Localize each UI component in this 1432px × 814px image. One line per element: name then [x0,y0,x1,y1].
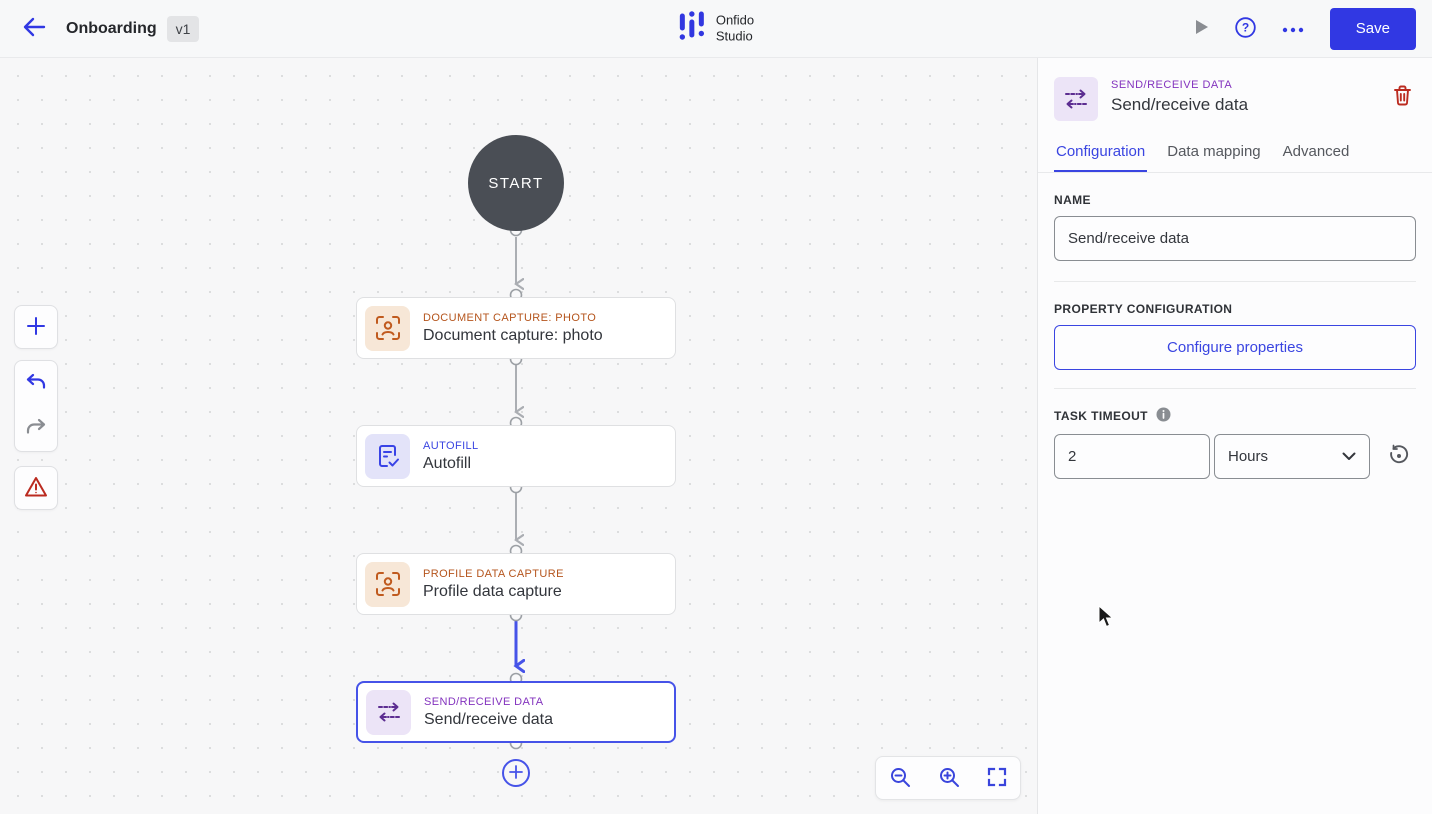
node-title: Send/receive data [424,710,553,728]
property-configuration-label: PROPERTY CONFIGURATION [1054,302,1233,316]
add-node-button[interactable] [502,759,530,787]
svg-text:?: ? [1242,20,1249,34]
node-category: PROFILE DATA CAPTURE [423,567,564,580]
node-title: Document capture: photo [423,326,603,344]
zoom-in-button[interactable] [938,766,960,791]
play-icon [1195,19,1209,38]
node-title: Profile data capture [423,582,562,600]
reset-icon [1388,444,1410,469]
node-send-receive-data[interactable]: SEND/RECEIVE DATA Send/receive data [356,681,676,743]
canvas-zoom-controls [875,756,1021,800]
workflow-title: Onboarding [66,19,157,37]
tab-configuration[interactable]: Configuration [1054,137,1148,172]
start-node[interactable]: START [468,135,564,231]
task-timeout-row: Hours [1054,434,1416,479]
ellipsis-icon [1282,21,1304,36]
panel-header: SEND/RECEIVE DATA Send/receive data [1038,58,1432,121]
autofill-icon [365,433,410,479]
add-task-button[interactable] [14,305,58,349]
node-category: SEND/RECEIVE DATA [424,695,544,708]
validation-errors-button[interactable] [14,466,58,510]
zoom-out-icon [889,766,911,791]
fit-to-screen-button[interactable] [987,767,1007,790]
zoom-in-icon [938,766,960,791]
timeout-unit-select[interactable]: Hours [1214,434,1370,479]
panel-node-category: SEND/RECEIVE DATA [1111,79,1233,91]
version-badge: v1 [166,15,200,42]
name-input[interactable] [1054,216,1416,261]
save-button[interactable]: Save [1329,7,1416,50]
panel-node-title: Send/receive data [1111,95,1249,114]
undo-button[interactable] [15,361,57,406]
redo-button[interactable] [15,406,57,451]
info-icon[interactable] [1156,407,1171,425]
undo-icon [25,373,47,394]
chevron-down-icon [1342,448,1356,465]
plus-icon [26,316,46,339]
more-options-button[interactable] [1282,21,1304,36]
undo-redo-group [14,360,58,452]
section-divider [1054,388,1416,389]
node-autofill[interactable]: AUTOFILL Autofill [356,425,676,487]
timeout-value-input[interactable] [1054,434,1210,479]
node-category: AUTOFILL [423,439,479,452]
top-bar: Onboarding v1 Onfido Studio ? [0,0,1432,58]
studio-logo-icon [678,9,706,48]
run-workflow-button[interactable] [1195,19,1209,38]
send-receive-data-icon [366,689,411,735]
reset-timeout-button[interactable] [1388,444,1410,469]
plus-icon [509,764,523,782]
node-category: DOCUMENT CAPTURE: PHOTO [423,311,597,324]
fit-screen-icon [987,767,1007,790]
question-circle-icon: ? [1235,16,1256,41]
studio-logo-text: Onfido Studio [715,12,755,44]
name-label: NAME [1054,193,1091,207]
delete-node-button[interactable] [1389,81,1416,113]
task-timeout-label: TASK TIMEOUT [1054,409,1148,423]
back-button[interactable] [16,10,52,47]
redo-icon [25,418,47,439]
section-divider [1054,281,1416,282]
tab-data-mapping[interactable]: Data mapping [1165,137,1262,172]
configure-properties-button[interactable]: Configure properties [1054,325,1416,370]
warning-triangle-icon [24,476,48,501]
zoom-out-button[interactable] [889,766,911,791]
workflow-canvas[interactable]: START DOCUMENT CAPTURE: PHOTO Document c… [0,58,1037,814]
send-receive-data-icon [1054,77,1098,121]
trash-icon [1393,85,1412,109]
panel-tabs: Configuration Data mapping Advanced [1038,137,1432,173]
document-capture-icon [365,305,410,351]
help-button[interactable]: ? [1235,16,1256,41]
timeout-unit-value: Hours [1228,448,1269,465]
node-title: Autofill [423,454,472,472]
node-config-panel: SEND/RECEIVE DATA Send/receive data Conf… [1037,58,1432,814]
start-node-label: START [488,174,544,192]
node-document-capture-photo[interactable]: DOCUMENT CAPTURE: PHOTO Document capture… [356,297,676,359]
node-profile-data-capture[interactable]: PROFILE DATA CAPTURE Profile data captur… [356,553,676,615]
tab-advanced[interactable]: Advanced [1281,137,1352,172]
onfido-studio-logo: Onfido Studio [678,9,754,48]
arrow-left-icon [22,16,46,41]
profile-data-capture-icon [365,561,410,607]
